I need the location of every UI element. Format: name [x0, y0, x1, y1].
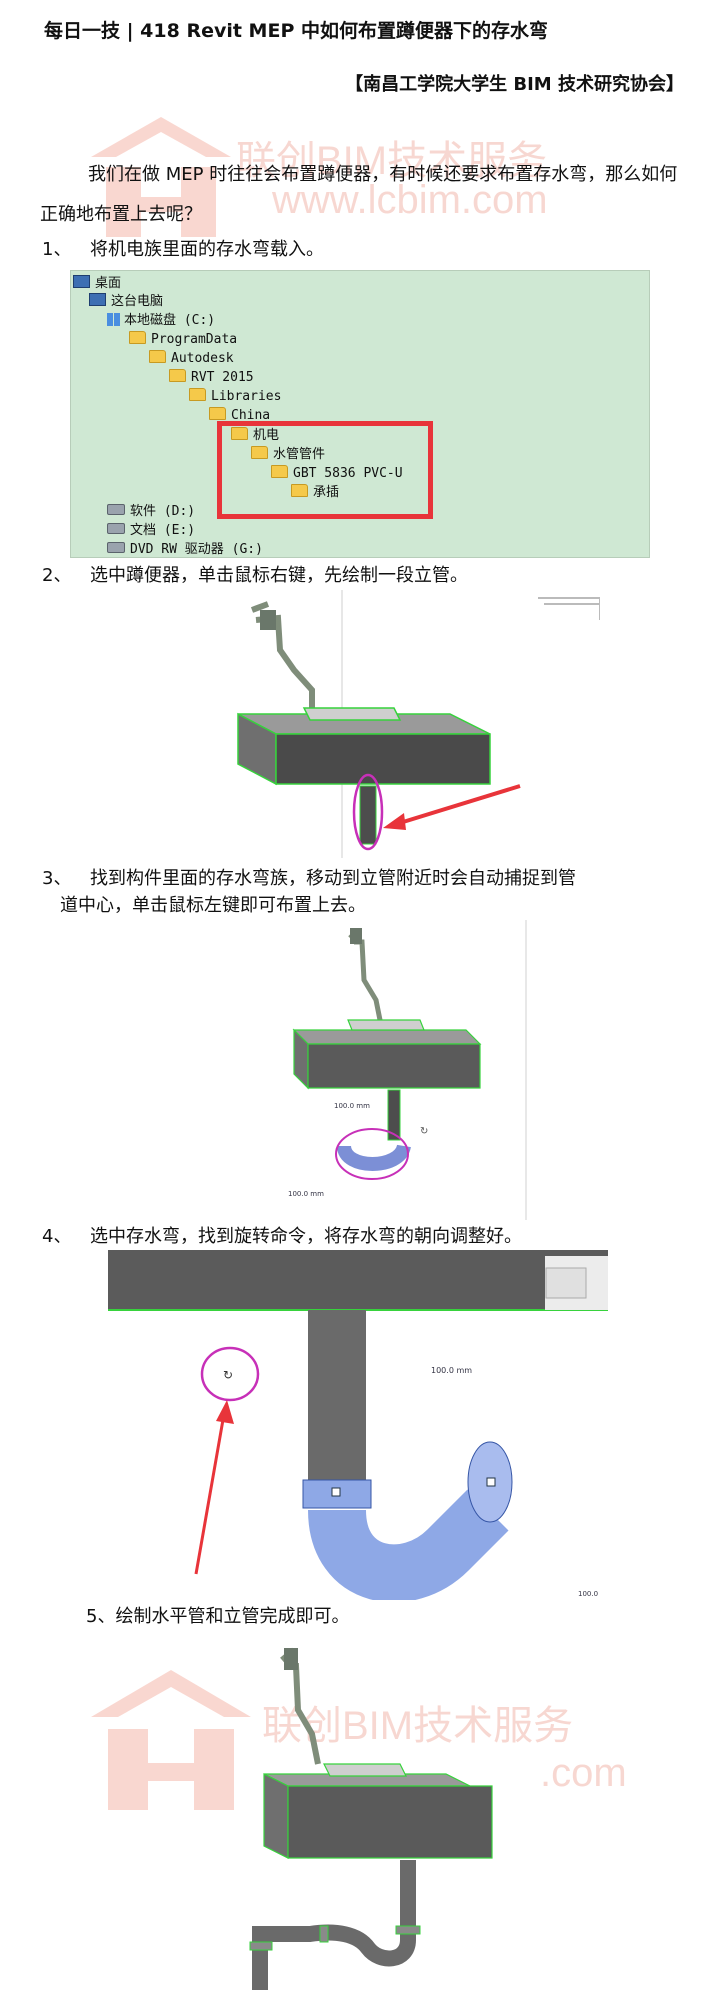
tree-node: Libraries — [189, 388, 281, 406]
figure-trap-placement: ↻ 100.0 mm 100.0 mm — [280, 920, 540, 1220]
flush-valve — [284, 1648, 298, 1670]
tree-node: 水管管件 — [251, 446, 325, 464]
folder-icon — [271, 465, 288, 478]
tree-node: DVD RW 驱动器 (G:) — [107, 541, 263, 557]
step-3-number: 3、 — [42, 868, 72, 889]
step-5-text: 绘制水平管和立管完成即可。 — [115, 1606, 350, 1627]
tree-node: 这台电脑 — [89, 293, 163, 311]
folder-icon — [129, 331, 146, 344]
step-1-text: 将机电族里面的存水弯载入。 — [90, 239, 324, 260]
toilet-front — [307, 1043, 481, 1089]
dvd-drive-icon — [107, 542, 125, 553]
tree-node: 文档 (E:) — [107, 522, 195, 540]
toilet-underside — [108, 1250, 608, 1310]
tree-node: 本地磁盘 (C:) — [107, 312, 215, 330]
watermark-text-url: .com — [540, 1751, 627, 1795]
toilet-bowl — [302, 707, 402, 721]
drain-pipe-run — [252, 1860, 416, 1990]
tree-node: China — [209, 407, 270, 425]
step-1: 1、将机电族里面的存水弯载入。 — [42, 236, 324, 263]
step-1-number: 1、 — [42, 239, 72, 260]
watermark-logo-icon — [91, 1670, 251, 1810]
highlight-box — [217, 421, 433, 519]
flush-valve — [260, 610, 276, 630]
toilet-bowl — [347, 1019, 425, 1031]
pipe-fitting — [395, 1925, 421, 1935]
flush-valve — [350, 928, 362, 944]
organization-label: 【南昌工学院大学生 BIM 技术研究协会】 — [345, 74, 684, 95]
riser-pipe — [308, 1310, 366, 1506]
toilet-front — [275, 733, 491, 785]
folder-tree-screenshot: 桌面 这台电脑 本地磁盘 (C:) ProgramData Autodesk R… — [70, 270, 650, 558]
toilet-bowl — [323, 1763, 407, 1777]
tree-node: 机电 — [231, 427, 279, 445]
intro-paragraph: 我们在做 MEP 时往往会布置蹲便器，有时候还要求布置存水弯，那么如何正确地布置… — [40, 164, 678, 225]
figure-completed-piping — [249, 1647, 493, 1990]
tree-node: RVT 2015 — [169, 369, 254, 387]
rotate-icon[interactable]: ↻ — [223, 1368, 233, 1382]
tree-node: GBT 5836 PVC-U — [271, 465, 403, 483]
arrow-head-icon — [216, 1400, 234, 1424]
folder-icon — [169, 369, 186, 382]
disk-icon — [107, 523, 125, 534]
p-trap — [337, 1143, 411, 1171]
highlight-ellipse — [352, 773, 384, 851]
pointer-arrow-shaft — [389, 784, 521, 828]
step-4-number: 4、 — [42, 1226, 72, 1247]
step-2-number: 2、 — [42, 565, 72, 586]
desktop-icon — [73, 275, 90, 288]
step-5-number: 5、 — [86, 1606, 116, 1627]
folder-icon — [209, 407, 226, 420]
riser-pipe — [359, 785, 377, 845]
arrow-head-icon — [383, 813, 406, 830]
document-title: 每日一技 | 418 Revit MEP 中如何布置蹲便器下的存水弯 — [44, 20, 548, 42]
tree-node: 桌面 — [73, 275, 121, 293]
pointer-arrow-shaft — [194, 1413, 226, 1575]
windows-disk-icon — [107, 313, 120, 326]
tree-node: 承插 — [291, 484, 339, 502]
folder-icon — [189, 388, 206, 401]
dimension-label: 100.0 mm — [288, 1190, 324, 1198]
step-4-text: 选中存水弯，找到旋转命令，将存水弯的朝向调整好。 — [90, 1226, 522, 1247]
view-cube-face[interactable] — [545, 1267, 587, 1299]
computer-icon — [89, 293, 106, 306]
dimension-label: 100.0 mm — [334, 1102, 370, 1110]
tree-node: ProgramData — [129, 331, 237, 349]
step-5: 5、绘制水平管和立管完成即可。 — [86, 1603, 349, 1630]
tree-node: Autodesk — [149, 350, 234, 368]
pipe-fitting — [319, 1925, 329, 1943]
toilet-front — [287, 1785, 493, 1859]
highlight-ellipse — [200, 1346, 260, 1402]
step-2-text: 选中蹲便器，单击鼠标右键，先绘制一段立管。 — [90, 565, 468, 586]
step-2: 2、选中蹲便器，单击鼠标右键，先绘制一段立管。 — [42, 562, 468, 589]
step-4: 4、选中存水弯，找到旋转命令，将存水弯的朝向调整好。 — [42, 1223, 522, 1250]
connector-icon[interactable] — [486, 1477, 496, 1487]
figure-riser-pipe — [237, 590, 600, 858]
folder-icon — [291, 484, 308, 497]
p-trap-body — [308, 1489, 509, 1600]
step-3: 3、找到构件里面的存水弯族，移动到立管附近时会自动捕捉到管 — [42, 865, 576, 892]
rotate-icon[interactable]: ↻ — [420, 1126, 428, 1137]
tree-node: 软件 (D:) — [107, 503, 195, 521]
figure-trap-rotate: ↻ 100.0 mm 100.0 — [108, 1250, 608, 1600]
view-cube-edge — [538, 597, 600, 620]
pipe-fitting — [249, 1941, 273, 1951]
folder-icon — [149, 350, 166, 363]
dimension-label: 100.0 — [578, 1590, 599, 1598]
step-3-text: 找到构件里面的存水弯族，移动到立管附近时会自动捕捉到管 — [90, 868, 576, 889]
connector-icon[interactable] — [331, 1487, 341, 1497]
highlight-ellipse — [335, 1128, 409, 1180]
step-3-text-continued: 道中心，单击鼠标左键即可布置上去。 — [60, 895, 366, 916]
toilet-top — [292, 1029, 482, 1045]
disk-icon — [107, 504, 125, 515]
folder-icon — [231, 427, 248, 440]
riser-pipe — [387, 1089, 401, 1141]
folder-icon — [251, 446, 268, 459]
dimension-label: 100.0 mm — [431, 1366, 473, 1375]
toilet-side — [263, 1773, 289, 1859]
